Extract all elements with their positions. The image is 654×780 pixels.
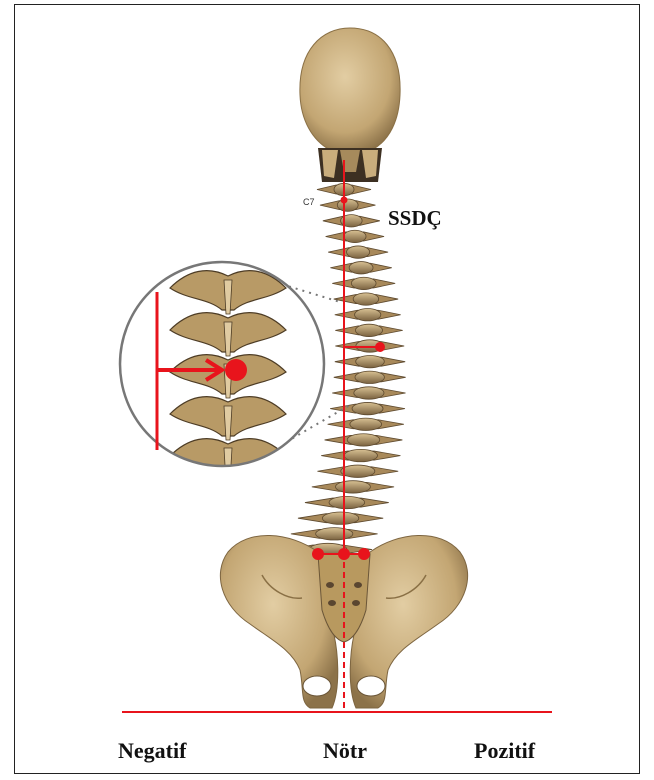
vertebra	[320, 199, 375, 211]
vertebra	[328, 246, 388, 258]
vertebra	[330, 402, 405, 414]
vertebra	[323, 215, 380, 227]
vertebra	[335, 355, 405, 367]
vertebra	[305, 496, 389, 508]
ssdc-label: SSDÇ	[388, 206, 442, 231]
sacral-markers	[312, 548, 370, 560]
vertebra	[328, 418, 404, 430]
vertebra	[330, 262, 391, 274]
vertebra	[298, 512, 383, 524]
positive-label: Pozitif	[474, 738, 535, 764]
vertebra	[312, 481, 394, 493]
vertebra	[291, 528, 378, 540]
vertebra	[332, 277, 395, 289]
zoom-inset	[120, 262, 324, 482]
vertebra	[325, 434, 403, 446]
vertebra	[335, 324, 402, 336]
vertebra	[317, 465, 398, 477]
c7-label: C7	[303, 197, 315, 207]
negative-label: Negatif	[118, 738, 186, 764]
vertebra	[321, 449, 400, 461]
vertebra	[326, 230, 384, 242]
skull	[300, 28, 400, 182]
neutral-label: Nötr	[323, 738, 367, 764]
